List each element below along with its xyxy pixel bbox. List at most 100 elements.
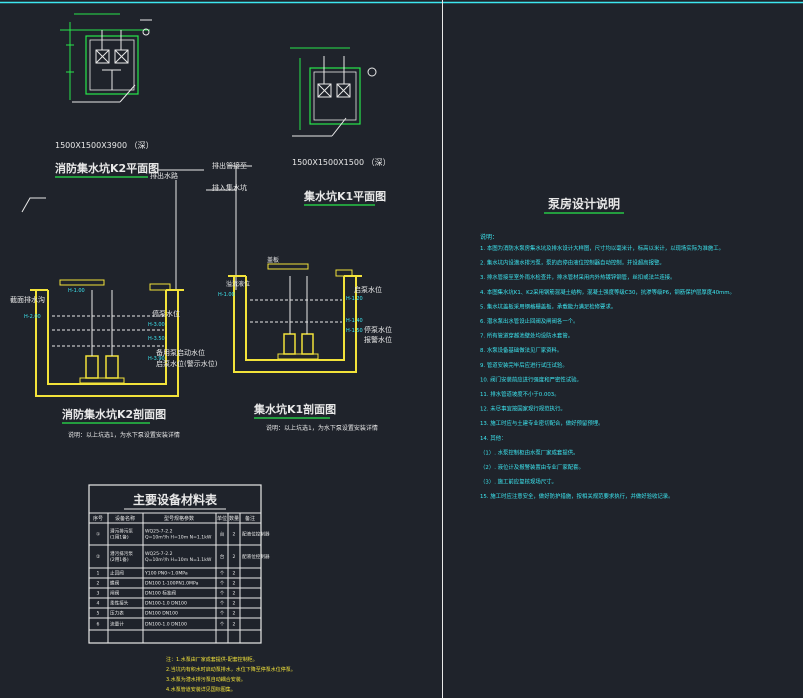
table-cell-r0-c1-l1: (1用1备) [110,534,129,541]
th-name: 设备名称 [115,515,135,522]
table-cell-r7-c0: 6 [97,622,100,628]
table-cell-r3-c4: 2 [233,581,236,587]
table-cell-r4-c2: DN100 标准阀 [145,590,176,597]
table-cell-r4-c3: 个 [220,591,225,597]
plan-k1-size-note: 1500X1500X1500 （深） [292,158,391,167]
table-cell-r1-c3: 台 [220,553,225,560]
design-note-item: 1. 本图为消防水泵房集水坑及排水设计大样图，尺寸均以毫米计，标高以米计，以现场… [480,244,724,252]
plan-k1-title: 集水坑K1平面图 [303,189,386,203]
table-cell-r0-c3: 台 [220,531,225,538]
th-qty: 数量 [229,515,239,522]
section-k2-diagram [21,169,204,397]
table-cell-r2-c4: 2 [233,571,236,577]
table-cell-r1-c2-l1: Q=10m³/h H=10m N=1.1kW [145,557,212,563]
th-spec: 型号规格参数 [164,515,194,522]
table-cell-r7-c3: 个 [220,622,225,628]
design-notes-intro: 说明： [480,233,498,241]
design-note-item: 7. 所有管道穿越池壁处均设防水套管。 [480,332,573,340]
table-cell-r2-c1: 止回阀 [110,570,124,577]
table-notes: 注：1.水泵由厂家成套提供-配套控制柜。 2.当坑内有积水时启动泵排水，水位下降… [166,656,296,693]
table-cell-r3-c3: 个 [220,581,225,587]
design-note-item: 4. 本图集水坑K1、K2采用钢筋混凝土结构，混凝土强度等级C30，抗渗等级P6… [480,288,735,296]
materials-table [88,484,262,644]
table-cell-r1-c0: ② [96,554,100,560]
section-k1-label-6: 停泵水位 [364,325,392,334]
table-cell-r7-c2: DN100-1.0 DN100 [145,622,187,628]
section-k1-note: 说明：以上坑选1，为水下泵设置安装详情 [266,424,378,432]
table-cell-r6-c3: 个 [220,611,225,617]
table-note-2: 2.当坑内有积水时启动泵排水，水位下降至停泵水位停泵。 [166,666,296,673]
section-k1-label-3: 盖板 [267,256,279,264]
th-remark: 备注 [245,515,255,522]
table-title: 主要设备材料表 [133,492,218,507]
table-cell-r4-c4: 2 [233,591,236,597]
section-k1-label-5: 启泵水位 [354,285,382,294]
section-k1-label-2: 排入集水坑 [212,183,247,192]
table-note-4: 4.水泵管道安装详见国标图集。 [166,686,236,693]
table-cell-r1-c1-l1: (2用1备) [110,556,129,563]
design-note-item: 2. 集水坑内设潜水排污泵，泵的启停由液位控制器自动控制，并设超高报警。 [480,259,665,267]
section-k2-level-3: H-3.00 [148,322,165,328]
table-cell-r6-c2: DN100 DN100 [145,611,178,617]
design-notes-title: 泵房设计说明 [548,196,620,211]
section-k1-label-7: 报警水位 [364,335,392,344]
design-note-item: 14. 其他： [480,434,506,442]
section-k2-level-1: H-1.00 [68,288,85,294]
table-cell-r5-c0: 4 [97,601,100,607]
plan-k1-diagram [290,47,377,137]
table-cell-r4-c0: 3 [97,591,100,597]
table-cell-r1-c5: 配液位控制器 [242,553,270,560]
section-k2-level-4: H-3.50 [148,336,165,342]
section-k2-label-4: 备用泵启动水位 [156,348,205,357]
table-cell-r3-c1: 蝶阀 [110,580,120,587]
design-note-item: 11. 排水管道坡度不小于0.003。 [480,390,560,398]
design-note-item: 15. 施工时应注意安全，做好防护措施，按相关规范要求执行，并做好验收记录。 [480,492,674,500]
section-k1-level-4: H-1.50 [346,328,363,334]
th-no: 序号 [93,515,103,522]
th-unit: 单位 [217,515,227,522]
table-cell-r3-c2: DN100 1-100PN1.0MPa [145,581,199,587]
design-note-item: 12. 未尽事宜按国家现行规范执行。 [480,405,566,413]
table-cell-r5-c1: 柔性接头 [110,600,129,607]
table-cell-r6-c1: 压力表 [110,610,124,617]
table-note-3: 3.水泵为潜水排污泵自动耦合安装。 [166,676,246,683]
design-note-item: 8. 水泵设备基础做法见厂家资料。 [480,346,562,354]
table-cell-r7-c1: 流量计 [110,621,124,628]
table-cell-r0-c5: 配液位控制器 [242,531,270,538]
section-k2-label-3: 停泵水位 [152,309,180,318]
table-cell-r5-c4: 2 [233,601,236,607]
section-k1-diagram [206,165,362,373]
section-k1-title: 集水坑K1剖面图 [253,402,336,416]
table-cell-r0-c2-l1: Q=10m³/h H=10m N=1.1kW [145,535,212,541]
table-cell-r0-c1-l0: 潜污排污泵 [110,528,133,535]
section-k1-label-4: 溢流液位 [226,280,250,288]
plan-k2-diagram [60,13,152,103]
design-note-item: 5. 集水坑盖板采用钢格栅盖板，承载能力满足检修要求。 [480,302,616,310]
section-k1-level-3: H-1.40 [346,318,363,324]
table-cell-r6-c0: 5 [97,611,100,617]
table-cell-r1-c2-l0: WQ25-7-2.2 [145,551,173,557]
section-k1-label-1: 排出管接至 [212,161,247,170]
table-cell-r1-c1-l0: 潜污排污泵 [110,550,133,557]
design-note-item: （3）. 施工前应复核现场尺寸。 [480,478,557,486]
table-cell-r3-c0: 2 [97,581,100,587]
plan-k2-title: 消防集水坑K2平面图 [55,161,159,175]
table-cell-r2-c3: 个 [220,571,225,577]
table-header: 序号 设备名称 型号规格参数 单位 数量 备注 [93,515,255,522]
plan-k2-size-note: 1500X1500X3900 （深） [55,141,154,150]
table-cell-r2-c2: Y100 PN0~1.0MPa [144,571,188,577]
table-cell-r1-c4: 2 [233,554,236,560]
table-cell-r5-c3: 个 [220,601,225,607]
section-k1-level-1: H-1.00 [218,292,235,298]
design-note-item: （2）. 液位计及报警装置由专业厂家配套。 [480,463,584,471]
design-note-item: 6. 潜水泵出水管设止回阀及闸阀各一个。 [480,317,579,325]
design-note-item: 10. 阀门安装前应进行强度和严密性试验。 [480,375,582,383]
design-note-item: 9. 管道安装完毕后应进行试压试验。 [480,361,568,369]
section-k2-level-5: H-3.90 [148,356,165,362]
table-note-1: 注：1.水泵由厂家成套提供-配套控制柜。 [166,656,258,663]
table-cell-r7-c4: 2 [233,622,236,628]
